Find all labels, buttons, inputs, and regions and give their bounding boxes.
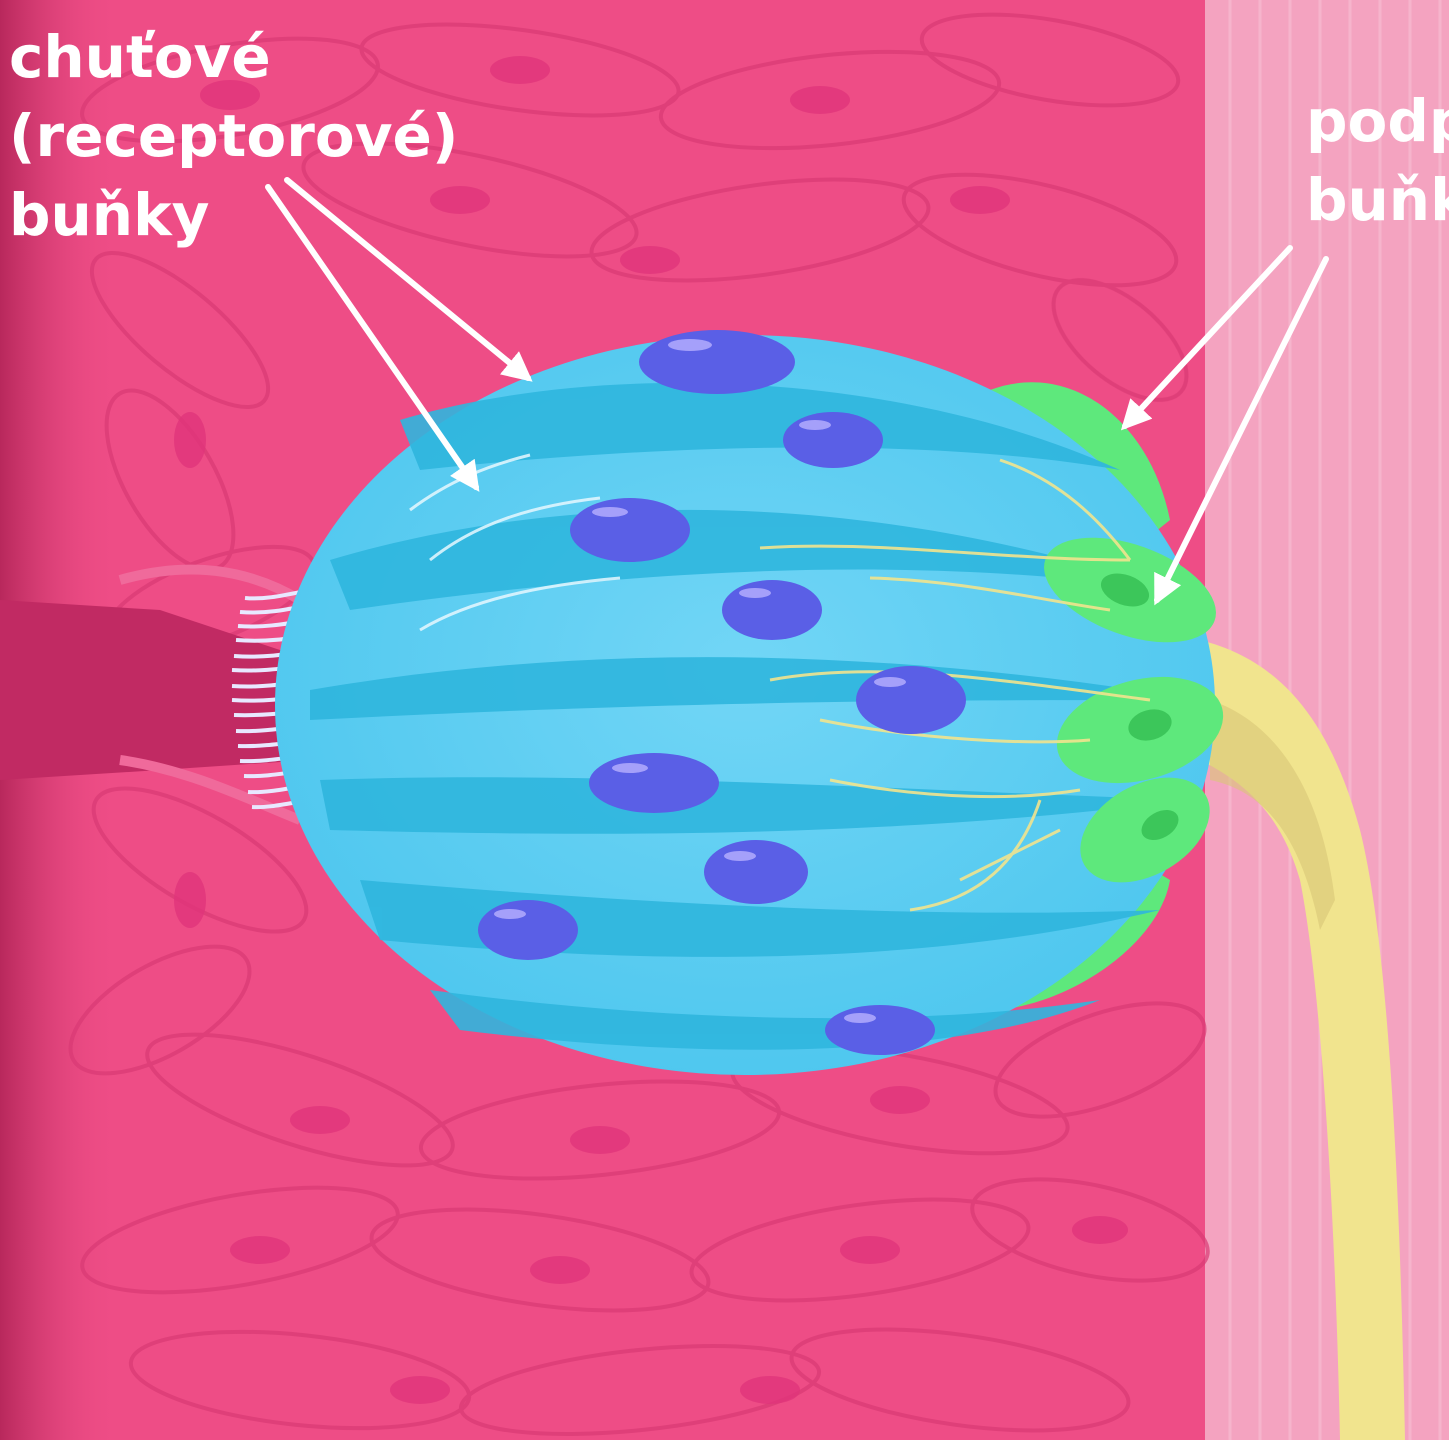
label-taste-receptor-cells: chuťové (receptorové) buňky bbox=[9, 18, 458, 255]
label-taste-line-3: buňky bbox=[9, 176, 458, 255]
label-taste-line-1: chuťové bbox=[9, 18, 458, 97]
label-support-line-1: podpu bbox=[1306, 82, 1449, 161]
label-taste-line-2: (receptorové) bbox=[9, 97, 458, 176]
label-supporting-cells: podpu buňky bbox=[1306, 82, 1449, 240]
label-support-line-2: buňky bbox=[1306, 161, 1449, 240]
